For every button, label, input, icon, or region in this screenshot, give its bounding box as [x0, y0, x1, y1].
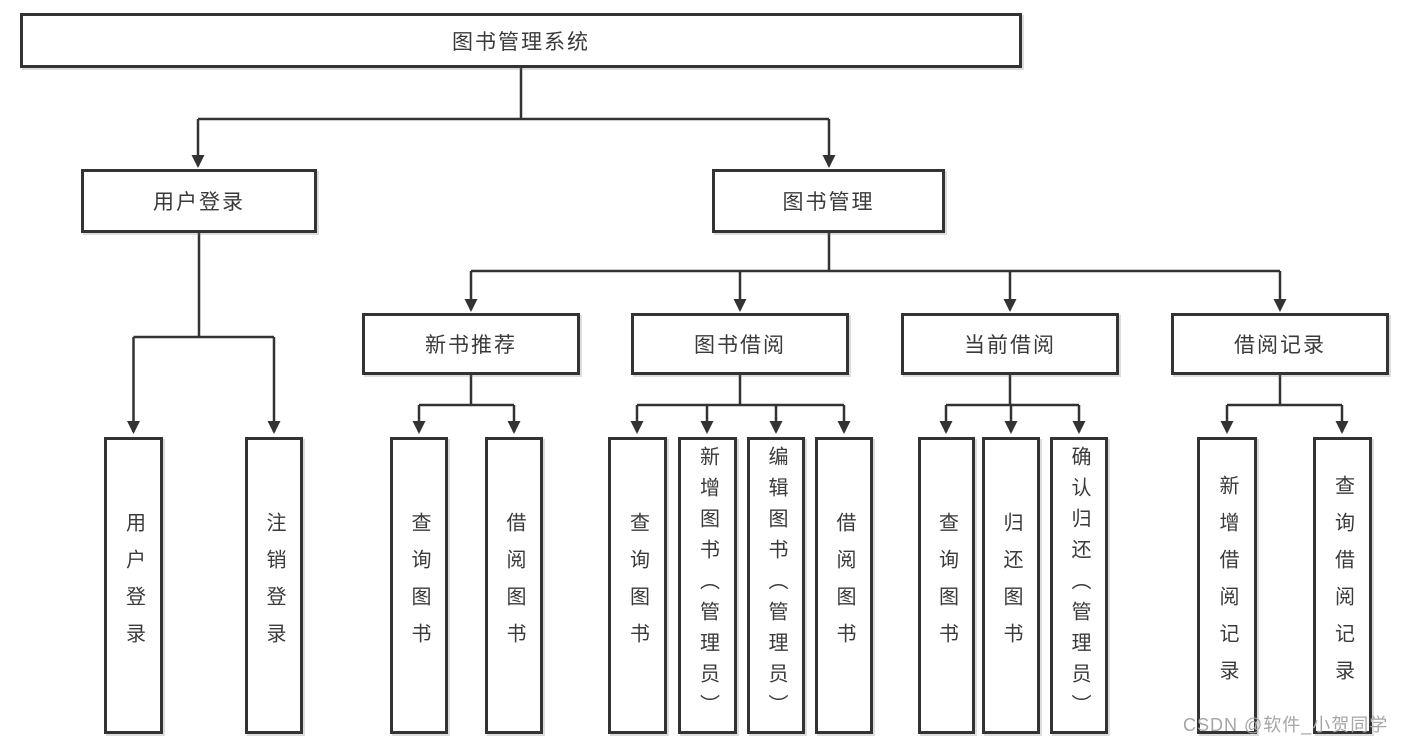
node-current-borrowing: 当前借阅 [901, 313, 1119, 375]
node-return-books: 归还图书 [982, 437, 1040, 734]
node-borrowing-records: 借阅记录 [1171, 313, 1389, 375]
node-edit-books-admin: 编辑图书（管理员） [747, 437, 805, 734]
node-logout: 注销登录 [245, 437, 303, 734]
node-user-login: 用户登录 [81, 169, 317, 233]
node-user-login-leaf: 用户登录 [104, 437, 163, 734]
node-query-books: 查询图书 [390, 437, 448, 734]
node-book-management: 图书管理 [712, 169, 945, 233]
node-book-borrowing: 图书借阅 [631, 313, 849, 375]
node-borrow-books: 借阅图书 [485, 437, 543, 734]
node-query-books: 查询图书 [608, 437, 667, 734]
node-add-books-admin: 新增图书（管理员） [678, 437, 737, 734]
node-confirm-return-admin: 确认归还（管理员） [1050, 437, 1108, 734]
node-root: 图书管理系统 [20, 13, 1022, 68]
node-query-borrow-record: 查询借阅记录 [1313, 437, 1372, 734]
node-query-books: 查询图书 [918, 437, 975, 734]
node-borrow-books: 借阅图书 [815, 437, 873, 734]
node-add-borrow-record: 新增借阅记录 [1197, 437, 1257, 734]
watermark: CSDN @软件_小贺同学 [1183, 715, 1389, 735]
node-new-book-recommendation: 新书推荐 [362, 313, 580, 375]
